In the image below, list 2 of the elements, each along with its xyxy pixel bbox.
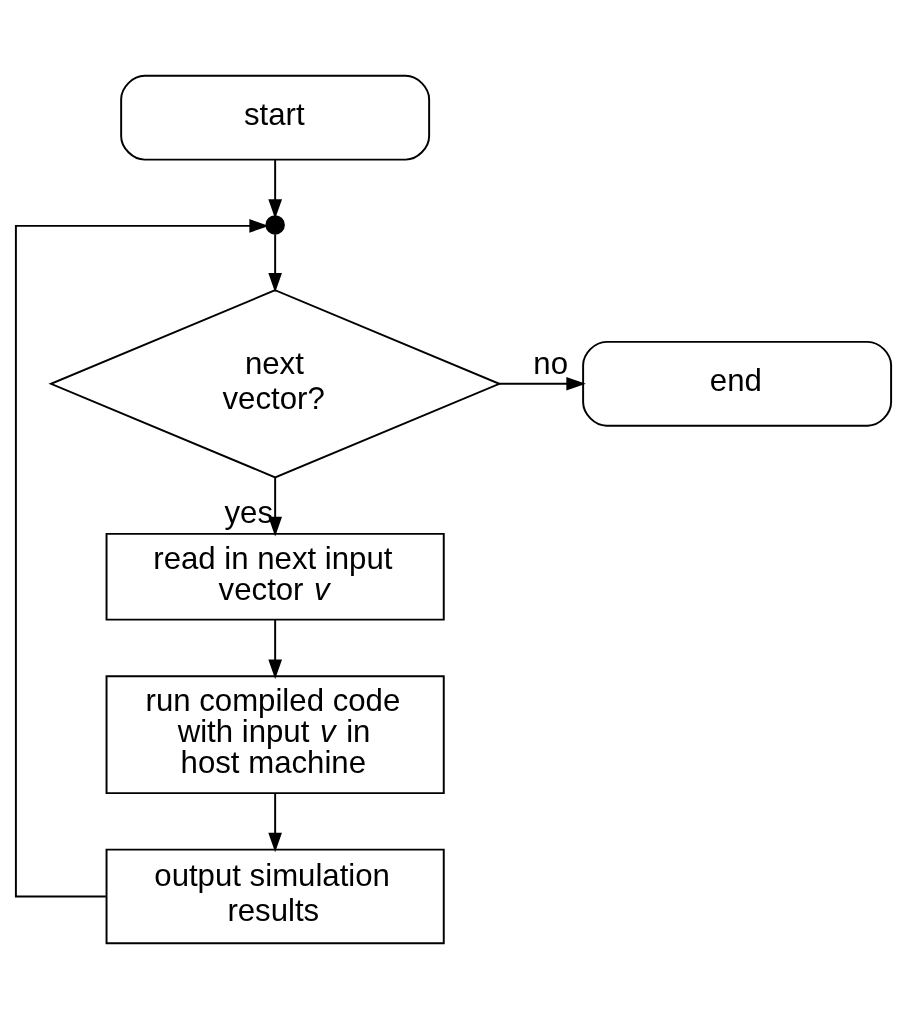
edge-label: yes <box>224 494 273 530</box>
edge-label: no <box>533 345 569 381</box>
